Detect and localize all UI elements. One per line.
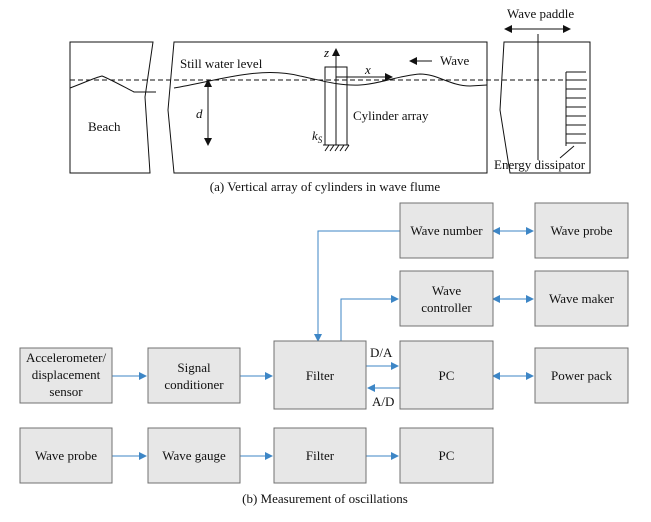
- svg-text:Filter: Filter: [306, 448, 335, 463]
- svg-text:Wave probe: Wave probe: [550, 223, 612, 238]
- block-wave-gauge: Wave gauge: [147, 427, 241, 484]
- block-wave-maker: Wave maker: [534, 270, 629, 327]
- svg-text:sensor: sensor: [49, 384, 83, 399]
- svg-text:Wave gauge: Wave gauge: [162, 448, 226, 463]
- block-filter-bottom: Filter: [273, 427, 367, 484]
- connector-wavenumber-filter: [314, 230, 400, 342]
- block-signal-conditioner: Signal conditioner: [147, 347, 241, 404]
- svg-text:Power pack: Power pack: [551, 368, 613, 383]
- block-filter-main: Filter: [273, 340, 367, 410]
- block-accelerometer: Accelerometer/ displacement sensor: [19, 347, 113, 404]
- svg-text:displacement: displacement: [32, 367, 101, 382]
- block-diagram-caption: (b) Measurement of oscillations: [242, 491, 408, 506]
- flume-labels: Beach Still water level Wave Wave paddle…: [88, 6, 586, 194]
- z-axis-label: z: [323, 45, 329, 60]
- svg-text:PC: PC: [439, 448, 455, 463]
- beach-slope: [69, 75, 156, 93]
- svg-text:Wave: Wave: [432, 283, 461, 298]
- block-wave-controller: Wave controller: [399, 270, 494, 327]
- still-water-level-label: Still water level: [180, 56, 263, 71]
- depth-label: d: [196, 106, 203, 121]
- block-pc-main: PC: [399, 340, 494, 410]
- flume-drawing: [69, 25, 591, 174]
- svg-text:Signal: Signal: [177, 360, 211, 375]
- wave-profile: [173, 72, 488, 89]
- beach-section-outline: [69, 41, 154, 174]
- svg-text:PC: PC: [439, 368, 455, 383]
- svg-text:Filter: Filter: [306, 368, 335, 383]
- paddle-section-outline: [499, 41, 591, 174]
- block-wave-number: Wave number: [399, 202, 494, 259]
- svg-text:conditioner: conditioner: [164, 377, 224, 392]
- energy-dissipator-label: Energy dissipator: [494, 157, 586, 172]
- svg-text:Wave maker: Wave maker: [549, 291, 615, 306]
- wave-label: Wave: [440, 53, 469, 68]
- energy-dissipator: [565, 71, 586, 146]
- block-wave-probe-top: Wave probe: [534, 202, 629, 259]
- spring-label: kS: [312, 128, 323, 145]
- svg-text:Accelerometer/: Accelerometer/: [26, 350, 107, 365]
- svg-text:Wave number: Wave number: [410, 223, 483, 238]
- wave-paddle-label: Wave paddle: [507, 6, 574, 21]
- block-power-pack: Power pack: [534, 347, 629, 404]
- beach-label: Beach: [88, 119, 121, 134]
- block-wave-probe-bottom: Wave probe: [19, 427, 113, 484]
- svg-text:Wave probe: Wave probe: [35, 448, 97, 463]
- flume-section-outline: [167, 41, 488, 174]
- flume-caption: (a) Vertical array of cylinders in wave …: [210, 179, 441, 194]
- dissipator-leader: [559, 145, 575, 159]
- ground-hatching: [324, 144, 350, 152]
- block-pc-bottom: PC: [399, 427, 494, 484]
- ad-label: A/D: [372, 394, 394, 409]
- connectors: [112, 227, 534, 460]
- svg-text:controller: controller: [421, 300, 472, 315]
- cylinder-array-label: Cylinder array: [353, 108, 429, 123]
- x-axis-label: x: [364, 62, 371, 77]
- connector-filter-wavecontroller: [340, 295, 399, 341]
- da-label: D/A: [370, 345, 393, 360]
